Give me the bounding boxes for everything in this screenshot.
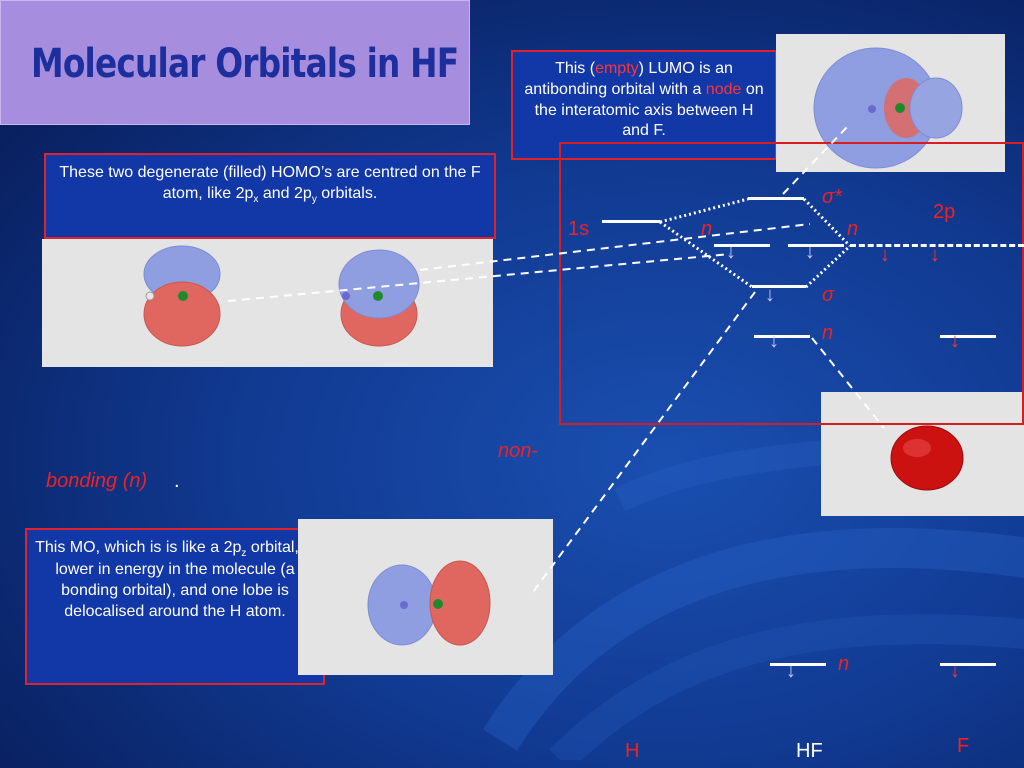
fragment-bonding-n: bonding (n) <box>46 470 148 492</box>
label-sigma-star: σ* <box>822 186 842 208</box>
level-n-homo-2 <box>788 244 844 247</box>
level-sigma-star <box>748 197 804 200</box>
label-n-right: n <box>847 218 859 240</box>
electron-arrow-icon: ↓ <box>950 660 960 682</box>
slide-title: Molecular Orbitals in HF <box>31 41 459 87</box>
lumo-note: This (empty) LUMO is an antibonding orbi… <box>511 50 777 160</box>
level-n-hf-low <box>770 663 826 666</box>
nonbonding-orbital-image <box>821 392 1024 516</box>
label-molecule-hf: HF <box>796 740 823 762</box>
homo-note: These two degenerate (filled) HOMO’s are… <box>44 153 496 239</box>
nonbonding-orbital-icon <box>890 425 964 491</box>
title-box: Molecular Orbitals in HF <box>0 0 470 125</box>
sigma-orbital-image <box>298 519 553 675</box>
level-f-2p <box>850 244 1024 247</box>
label-n-left: n <box>701 218 713 240</box>
electron-arrow-icon: ↓ <box>769 330 779 352</box>
fragment-non: non- <box>498 440 539 462</box>
electron-arrow-icon: ↓ <box>950 330 960 352</box>
label-n-mid: n <box>822 322 834 344</box>
label-n-low: n <box>838 653 850 675</box>
electron-arrow-icon: ↓ <box>726 241 736 263</box>
level-n-homo-1 <box>714 244 770 247</box>
label-sigma: σ <box>822 284 835 306</box>
electron-arrow-icon: ↓ <box>805 241 815 263</box>
level-n-hf <box>754 335 810 338</box>
homo-orbitals-image <box>42 239 493 367</box>
bonding-mo-note: This MO, which is is like a 2pz orbital,… <box>25 528 325 685</box>
electron-arrow-icon: ↓ <box>786 660 796 682</box>
label-atom-f: F <box>957 735 970 757</box>
electron-arrow-icon: ↓ <box>930 244 940 266</box>
homo-orbitals-icon <box>143 245 420 347</box>
sigma-orbital-icon <box>367 560 491 646</box>
electron-arrow-icon: ↓ <box>765 284 775 306</box>
level-sigma <box>752 285 806 288</box>
orbital-diagram-box <box>559 142 1024 425</box>
level-h-1s <box>602 220 660 223</box>
fragment-period: . <box>174 470 180 492</box>
level-f-low <box>940 663 996 666</box>
label-atom-h: H <box>625 740 640 762</box>
electron-arrow-icon: ↓ <box>880 244 890 266</box>
level-f-n <box>940 335 996 338</box>
label-2p: 2p <box>933 201 956 223</box>
label-1s: 1s <box>568 218 590 240</box>
